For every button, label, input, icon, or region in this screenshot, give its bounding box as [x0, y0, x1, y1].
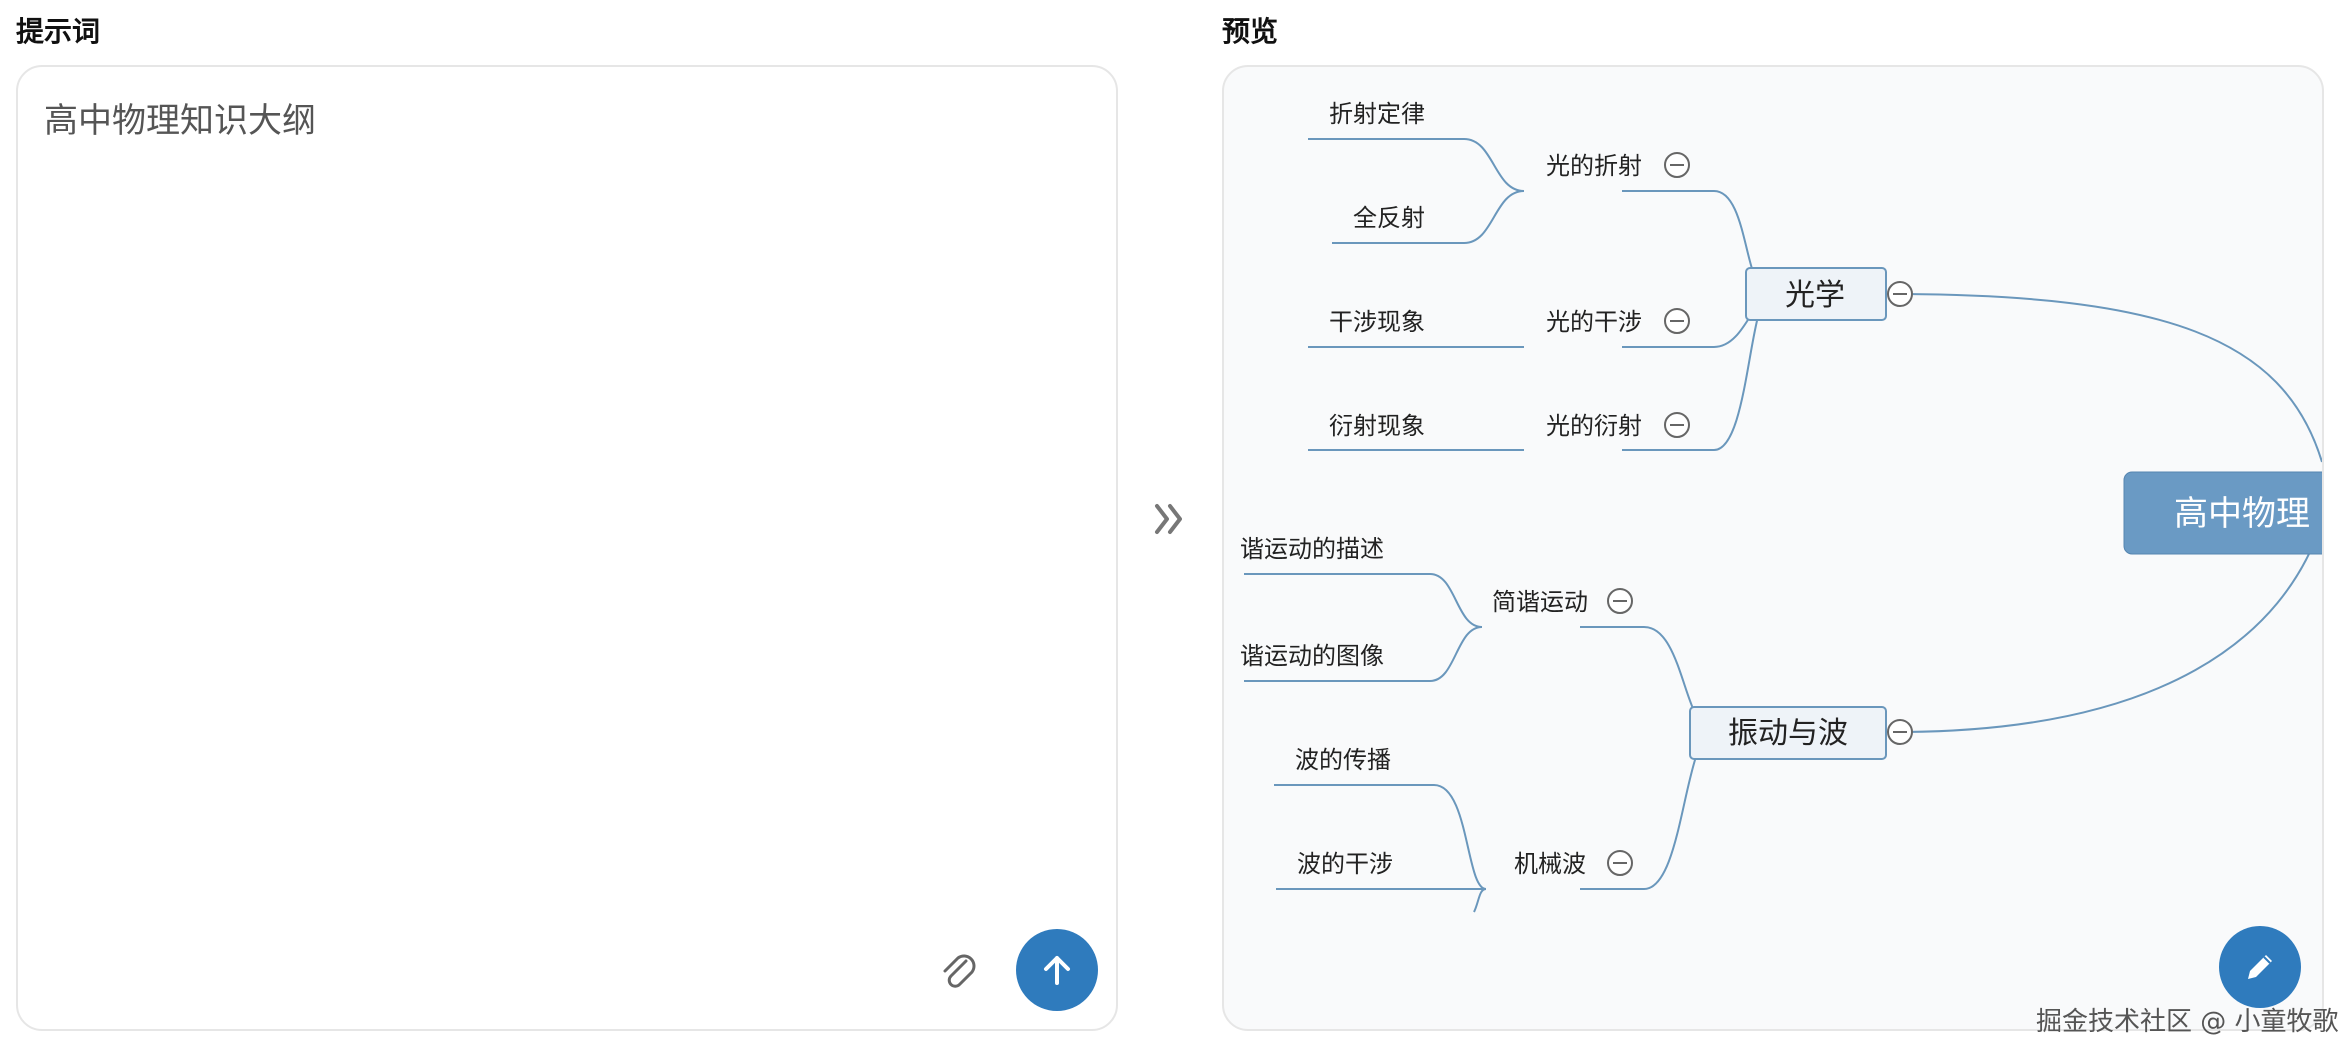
minus-circle-icon[interactable]	[1664, 412, 1690, 438]
mindmap-canvas[interactable]: 高中物理 光学 振动与波 光的折射 光的干涉 光的衍射	[1224, 67, 2324, 1031]
edge-total-reflection	[1332, 190, 1525, 244]
edge-root-optics	[1895, 293, 2322, 463]
mindmap-node-shm: 简谐运动	[1492, 588, 1588, 616]
watermark-text: 掘金技术社区 @ 小童牧歌	[2036, 1007, 2339, 1037]
send-button[interactable]	[1016, 929, 1098, 1011]
minus-circle-icon[interactable]	[1887, 719, 1913, 745]
preview-section-title: 预览	[1222, 15, 1279, 48]
minus-circle-icon[interactable]	[1607, 588, 1633, 614]
arrow-up-icon	[1044, 956, 1070, 985]
edge-root-waves	[1895, 521, 2322, 733]
minus-circle-icon[interactable]	[1887, 281, 1913, 307]
mindmap-branch-optics	[1745, 267, 1887, 321]
mindmap-leaf: 全反射	[1353, 204, 1425, 232]
prompt-section-title: 提示词	[16, 15, 101, 48]
mindmap-root-label: 高中物理	[2174, 494, 2310, 534]
minus-circle-icon[interactable]	[1664, 308, 1690, 334]
mindmap-leaf: 谐运动的图像	[1240, 642, 1384, 670]
edge-refraction-law	[1308, 138, 1525, 192]
edge-mechanical-extra	[1473, 888, 1487, 913]
mindmap-leaf: 波的干涉	[1297, 850, 1393, 878]
edge-wave-propagation	[1274, 784, 1487, 890]
mindmap-branch-waves-label: 振动与波	[1728, 716, 1848, 751]
mindmap-leaf: 干涉现象	[1329, 308, 1425, 336]
paperclip-icon[interactable]	[934, 947, 984, 997]
prompt-textarea[interactable]: 高中物理知识大纲	[44, 101, 316, 141]
mindmap-node-mechanical: 机械波	[1514, 850, 1586, 878]
double-chevron-right-icon[interactable]	[1152, 496, 1188, 542]
mindmap-leaf: 谐运动的描述	[1240, 535, 1384, 563]
mindmap-root-node	[2123, 471, 2322, 555]
mindmap-leaf: 波的传播	[1295, 746, 1391, 774]
mindmap-node-interference: 光的干涉	[1546, 308, 1642, 336]
mindmap-leaf: 衍射现象	[1329, 412, 1425, 440]
edge-shm-graph	[1244, 626, 1483, 682]
mindmap-node-diffraction: 光的衍射	[1546, 412, 1642, 440]
mindmap-branch-waves	[1689, 706, 1887, 760]
mindmap-preview-panel: 高中物理 光学 振动与波 光的折射 光的干涉 光的衍射	[1222, 65, 2324, 1031]
mindmap-branch-optics-label: 光学	[1785, 278, 1845, 313]
mindmap-node-refraction: 光的折射	[1546, 152, 1642, 180]
prompt-input-panel[interactable]: 高中物理知识大纲	[16, 65, 1118, 1031]
minus-circle-icon[interactable]	[1607, 850, 1633, 876]
minus-circle-icon[interactable]	[1664, 152, 1690, 178]
edge-shm-description	[1244, 573, 1483, 628]
mindmap-leaf: 折射定律	[1329, 100, 1425, 128]
edit-button[interactable]	[2219, 926, 2301, 1008]
pencil-icon	[2248, 955, 2272, 979]
